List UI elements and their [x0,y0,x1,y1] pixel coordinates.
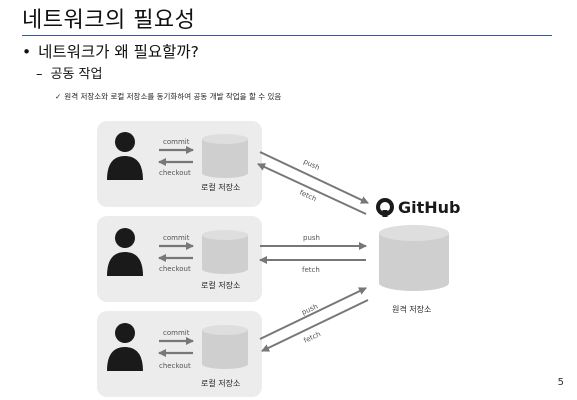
push-arrow [259,151,369,204]
local-repo-cylinder-icon [202,325,248,369]
local-repo-label: 로컬 저장소 [201,182,240,192]
sync-link-1: push fetch [257,151,369,215]
developer-person-icon [107,228,143,276]
push-arrow [259,287,367,340]
commit-label: commit [163,138,190,146]
slide-title: 네트워크의 필요성 [22,8,196,33]
local-group-2: commit checkout 로컬 저장소 [97,216,262,302]
github-octocat-icon [376,198,394,217]
local-repo-cylinder-icon [202,230,248,274]
checkout-label: checkout [159,169,191,177]
bullet-level2: –공동 작업 [36,63,102,82]
github-logo: GitHub [376,198,461,217]
title-underline [22,35,552,36]
push-label: push [303,234,320,242]
local-repo-label: 로컬 저장소 [201,378,240,388]
bullet-level3-text: 원격 저장소와 로컬 저장소를 동기화하여 공동 개발 작업을 할 수 있음 [64,92,282,101]
fetch-label: fetch [302,330,322,345]
bullet-level1: • 네트워크가 왜 필요할까? [22,40,199,62]
checkout-label: checkout [159,362,191,370]
bullet-level1-text: 네트워크가 왜 필요할까? [38,43,199,61]
page-number: 5 [557,377,564,388]
checkout-label: checkout [159,265,191,273]
bullet-dot-icon: • [22,43,32,61]
local-repo-label: 로컬 저장소 [201,280,240,290]
checkmark-icon: ✓ [55,92,62,101]
local-repo-cylinder-icon [202,134,248,178]
developer-person-icon [107,323,143,371]
bullet-dash-icon: – [36,67,43,82]
bullet-level2-text: 공동 작업 [50,67,103,82]
github-wordmark: GitHub [398,198,461,217]
local-group-1: commit checkout 로컬 저장소 [97,121,262,207]
developer-person-icon [107,132,143,180]
local-group-3: commit checkout 로컬 저장소 [97,311,262,397]
remote-repo-label: 원격 저장소 [392,304,431,314]
commit-label: commit [163,329,190,337]
fetch-arrow [261,299,369,352]
commit-label: commit [163,234,190,242]
fetch-label: fetch [302,266,320,274]
bullet-level3: ✓원격 저장소와 로컬 저장소를 동기화하여 공동 개발 작업을 할 수 있음 [55,91,281,102]
push-label: push [302,158,321,172]
remote-repo-cylinder-icon [379,225,449,291]
sync-link-3: push fetch [259,287,369,352]
sync-link-2: push fetch [259,234,367,274]
fetch-arrow [257,163,367,215]
